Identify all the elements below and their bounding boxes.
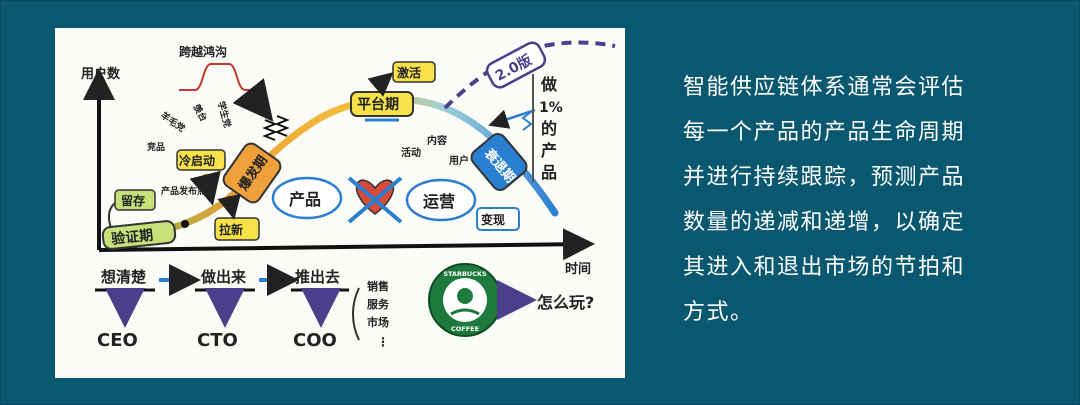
svg-text:想清楚: 想清楚 [100,268,147,286]
gulf-label: 跨越鸿沟 [179,44,227,59]
description-line: 智能供应链体系通常会评估 [683,75,966,100]
cold-start-label: 冷启动 [179,153,215,168]
illustration-panel: 用户数 时间 验证期 留存 产品发布点 冷启动 竞品 羊毛党 羡台 学生党 跨越… [55,28,625,378]
cold-start-box [176,149,226,171]
svg-text:COFFEE: COFFEE [451,325,479,333]
svg-text:做出来: 做出来 [200,268,247,286]
svg-text:推出去: 推出去 [295,268,340,286]
product-lifecycle-diagram: 用户数 时间 验证期 留存 产品发布点 冷启动 竞品 羊毛党 羡台 学生党 跨越… [80,40,616,351]
note-product-2: 品 [541,163,557,182]
description-line: 并进行持续跟踪，预测产品 [683,165,966,190]
ops-item-1: 活动 [401,146,421,159]
svg-text:COO: COO [293,330,337,351]
description-line: 每一个产品的产品生命周期 [683,120,966,145]
y-axis-label: 用户数 [80,66,121,82]
version2-box [485,41,547,89]
description-line: 其进入和退出市场的节拍和 [683,255,966,280]
acquire-arrow [217,193,241,220]
svg-text:CEO: CEO [97,330,138,351]
launch-point-label: 产品发布点 [161,185,206,197]
activate-box [392,61,436,83]
retention-label: 留存 [121,193,145,208]
flow-step-3: 推出去 COO [291,268,349,351]
note-do: 做 [540,75,558,94]
explosion-stage-box [222,142,282,204]
channel-1: 销售 [367,279,389,293]
flow-step-2: 做出来 CTO [195,268,255,351]
question-label: 怎么玩? [537,293,594,312]
gulf-arrow [232,78,274,122]
version2-squiggle [521,111,533,131]
note-pct: 1% [539,100,563,116]
gulf-icon [179,63,261,91]
monetize-label: 变现 [481,212,505,227]
channel-2: 服务 [367,297,390,311]
validation-stage-box [101,220,177,250]
note-product-1: 产 [541,141,557,160]
launch-point-dot [181,220,189,228]
gulf-zigzag [262,115,290,141]
svg-text:CTO: CTO [197,330,238,351]
decline-stage-box [470,133,528,191]
channel-3: 市场 [367,315,389,329]
note-de: 的 [541,119,557,138]
product-cloud [271,176,343,220]
validation-stage-label: 验证期 [110,227,154,248]
svg-text:STARBUCKS: STARBUCKS [443,270,487,278]
description-line: 方式。 [683,300,754,325]
activate-arrow [367,72,394,97]
description-text: 智能供应链体系通常会评估 每一个产品的产品生命周期 并进行持续跟踪，预测产品 数… [683,65,1003,335]
ops-item-2: 内容 [427,134,447,147]
crossed-sword-2 [347,176,403,224]
description-line: 数量的递减和递增，以确定 [683,210,966,235]
activate-label: 激活 [397,65,421,80]
product-label: 产品 [289,190,321,209]
user-type-2: 羊毛党 [158,109,187,134]
acquire-label: 拉新 [219,222,243,237]
ops-item-3: 用户 [448,154,469,167]
user-type-3: 羡台 [190,102,209,124]
channel-more: ⋮ [377,335,389,349]
user-type-1: 竞品 [146,141,165,153]
operation-cloud [405,178,477,222]
platform-stage-label: 平台期 [357,96,399,113]
version2-arrow [488,108,536,129]
retention-arrow [107,202,116,229]
x-axis-label: 时间 [565,261,591,277]
cold-start-arrow [189,170,221,206]
operation-label: 运营 [423,192,455,211]
starbucks-logo: STARBUCKS COFFEE [428,263,502,337]
x-axis [98,228,595,261]
monetize-box [476,207,520,231]
channels-brace [352,287,360,341]
retention-box [114,189,156,211]
flow-step-1: 想清楚 CEO [95,268,155,351]
user-type-4: 学生党 [215,100,234,129]
